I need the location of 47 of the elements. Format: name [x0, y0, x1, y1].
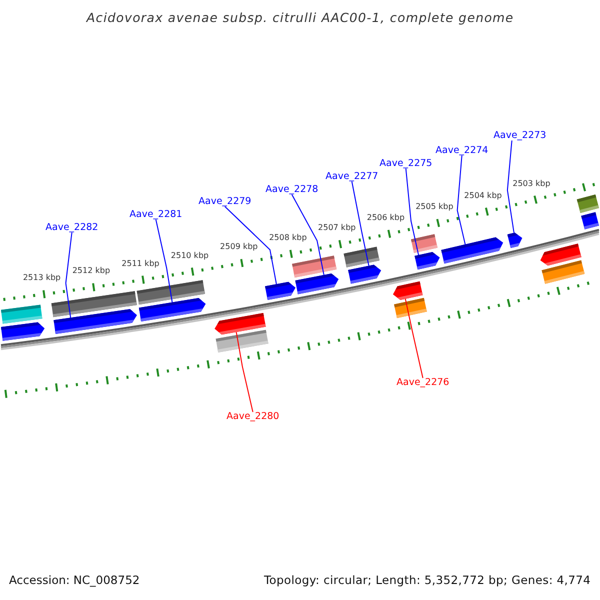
- leader-line: [291, 194, 324, 276]
- gene-feature: [138, 298, 206, 322]
- gene-feature: [392, 281, 423, 300]
- gene-feature: [540, 244, 582, 266]
- leader-line: [351, 181, 370, 266]
- leader-line: [65, 232, 72, 318]
- footer-text: Accession: NC_008752: [9, 575, 140, 586]
- gene-label: Aave_2282: [46, 223, 98, 232]
- scale-label: 2505 kbp: [416, 203, 454, 212]
- gene-label: Aave_2274: [436, 146, 488, 156]
- gene-label: Aave_2275: [380, 159, 432, 168]
- scale-label: 2513 kbp: [22, 274, 61, 282]
- leader-line: [404, 298, 424, 378]
- title: Acidovorax avenae subsp. citrulli AAC00-1, complete genome: [86, 12, 514, 24]
- gene-label: Aave_2278: [266, 185, 318, 194]
- gene-feature: [507, 232, 522, 248]
- scale-label: 2512 kbp: [72, 267, 110, 276]
- leader-line: [506, 140, 514, 234]
- scale-label: 2509 kbp: [220, 243, 258, 252]
- scale-label: 2503 kbp: [512, 180, 550, 188]
- gene-feature: [441, 237, 504, 264]
- gene-feature: [295, 273, 339, 294]
- gene-feature: [1, 322, 45, 341]
- gene-label: Aave_2280: [226, 412, 280, 422]
- gene-feature: [348, 264, 382, 284]
- leader-line: [456, 155, 466, 245]
- leader-line: [224, 206, 277, 285]
- scale-label: 2511 kbp: [122, 260, 160, 268]
- gene-label: Aave_2273: [494, 131, 546, 140]
- gene-label: Aave_2281: [130, 210, 182, 220]
- leader-line: [155, 219, 173, 303]
- gene-label: Aave_2277: [326, 172, 378, 182]
- gene-label: Aave_2276: [396, 378, 450, 388]
- leader-line: [236, 332, 254, 412]
- gene-feature: [581, 212, 599, 230]
- gene-feature: [414, 252, 440, 270]
- scale-label: 2507 kbp: [318, 224, 356, 232]
- scale-label: 2508 kbp: [269, 234, 307, 242]
- scale-label: 2506 kbp: [366, 214, 405, 222]
- gene-label: Aave_2279: [198, 197, 252, 206]
- gene-feature: [265, 282, 296, 300]
- scale-label: 2510 kbp: [170, 252, 209, 260]
- gene-feature: [54, 309, 137, 334]
- footer-text: Topology: circular; Length: 5,352,772 bp; Genes: 4,774: [264, 575, 591, 586]
- scale-label: 2504 kbp: [464, 192, 502, 200]
- leader-line: [405, 168, 420, 256]
- gene-feature: [214, 313, 266, 335]
